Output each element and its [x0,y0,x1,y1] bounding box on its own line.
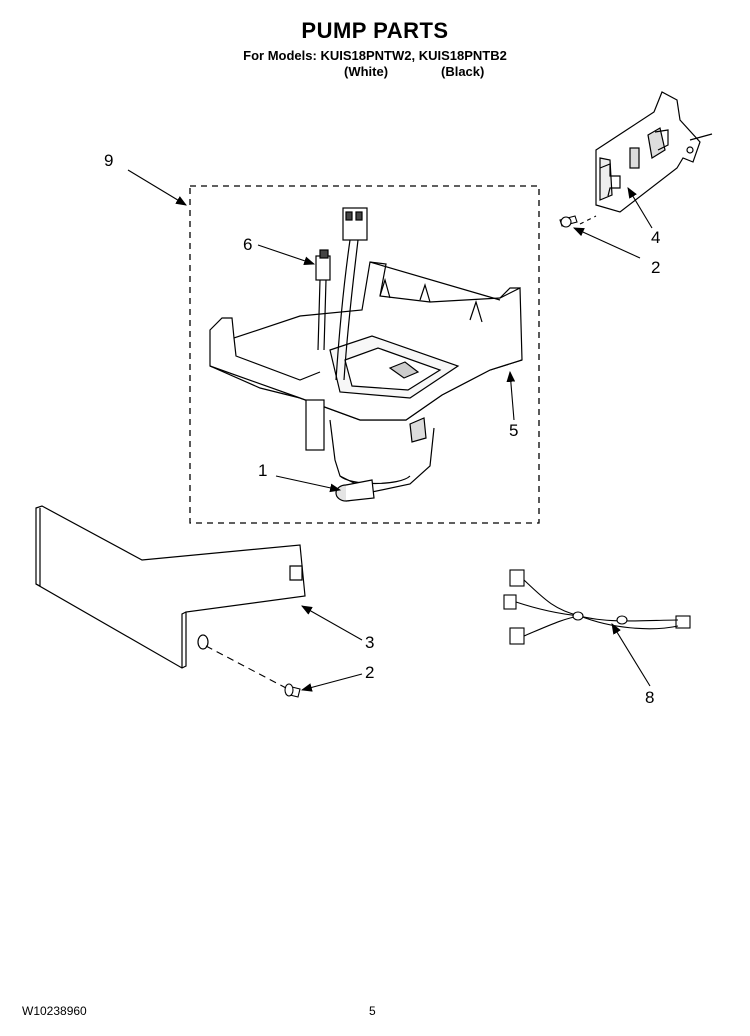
callout-leaders [127,169,653,692]
color-black-label: (Black) [441,64,485,79]
pump-cover-part [35,505,306,669]
callout-2-upper: 2 [651,258,660,277]
switch-wire-part [315,207,368,381]
pump-bracket-part [209,261,523,502]
callout-9: 9 [104,151,113,170]
color-white-label: (White) [344,64,389,79]
screw-part-lower [284,683,301,698]
mounting-bracket-part [595,91,713,213]
callout-1: 1 [258,461,267,480]
callout-5: 5 [509,421,518,440]
callout-3: 3 [365,633,374,652]
wiring-harness-part [503,569,691,645]
screw-part-upper [559,215,578,228]
model-list: For Models: KUIS18PNTW2, KUIS18PNTB2 [243,48,507,63]
document-number: W10238960 [22,1004,87,1018]
callout-8: 8 [645,688,654,707]
callout-2-lower: 2 [365,663,374,682]
page-title: PUMP PARTS [301,18,449,43]
assembly-boundary [189,185,540,524]
page-number: 5 [369,1004,376,1018]
callout-6: 6 [243,235,252,254]
callout-4: 4 [651,228,660,247]
